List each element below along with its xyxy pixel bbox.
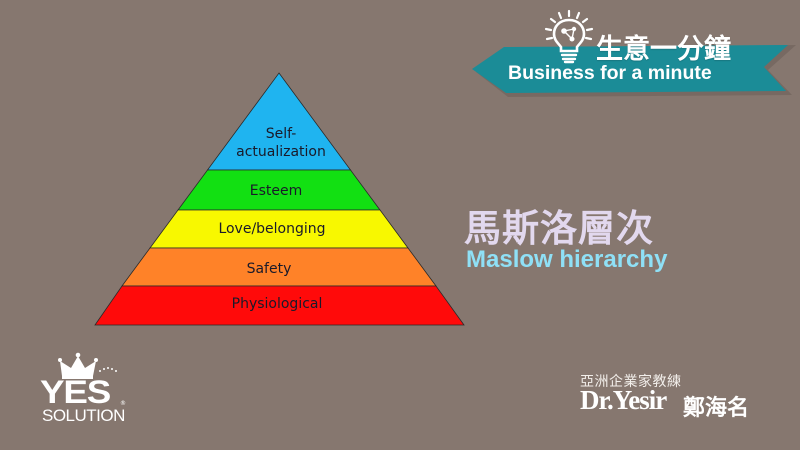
signature-name-en: Dr.Yesir bbox=[580, 385, 667, 415]
label-esteem: Esteem bbox=[250, 183, 303, 199]
ribbon-shape bbox=[472, 45, 796, 97]
logo-brand-sub: SOLUTION bbox=[42, 406, 125, 425]
signature-name-zh: 鄭海名 bbox=[683, 395, 750, 421]
page-title-en: Maslow hierarchy bbox=[466, 246, 668, 273]
label-self-line2: actualization bbox=[236, 144, 326, 160]
signature-subtitle: 亞洲企業家教練 bbox=[580, 374, 682, 390]
pyramid-level-physiological bbox=[94, 285, 465, 326]
banner: 生意一分鐘 Business for a minute bbox=[468, 5, 800, 97]
banner-title-zh: 生意一分鐘 bbox=[596, 34, 731, 65]
banner-title-en: Business for a minute bbox=[508, 62, 712, 84]
lightbulb-icon bbox=[544, 9, 594, 64]
label-safety: Safety bbox=[247, 261, 292, 277]
logo-brand-main: YES bbox=[40, 374, 111, 410]
label-self-line1: Self- bbox=[266, 126, 297, 142]
page-title-zh: 馬斯洛層次 bbox=[464, 207, 654, 250]
label-love-belonging: Love/belonging bbox=[218, 221, 325, 237]
dr-yesir-signature: 亞洲企業家教練 Dr.Yesir 鄭海名 bbox=[580, 368, 780, 428]
label-physiological: Physiological bbox=[232, 296, 323, 312]
crown-icon bbox=[58, 352, 117, 379]
logo-registered: ® bbox=[120, 400, 126, 407]
yes-solution-logo: YES ® SOLUTION bbox=[30, 350, 140, 445]
